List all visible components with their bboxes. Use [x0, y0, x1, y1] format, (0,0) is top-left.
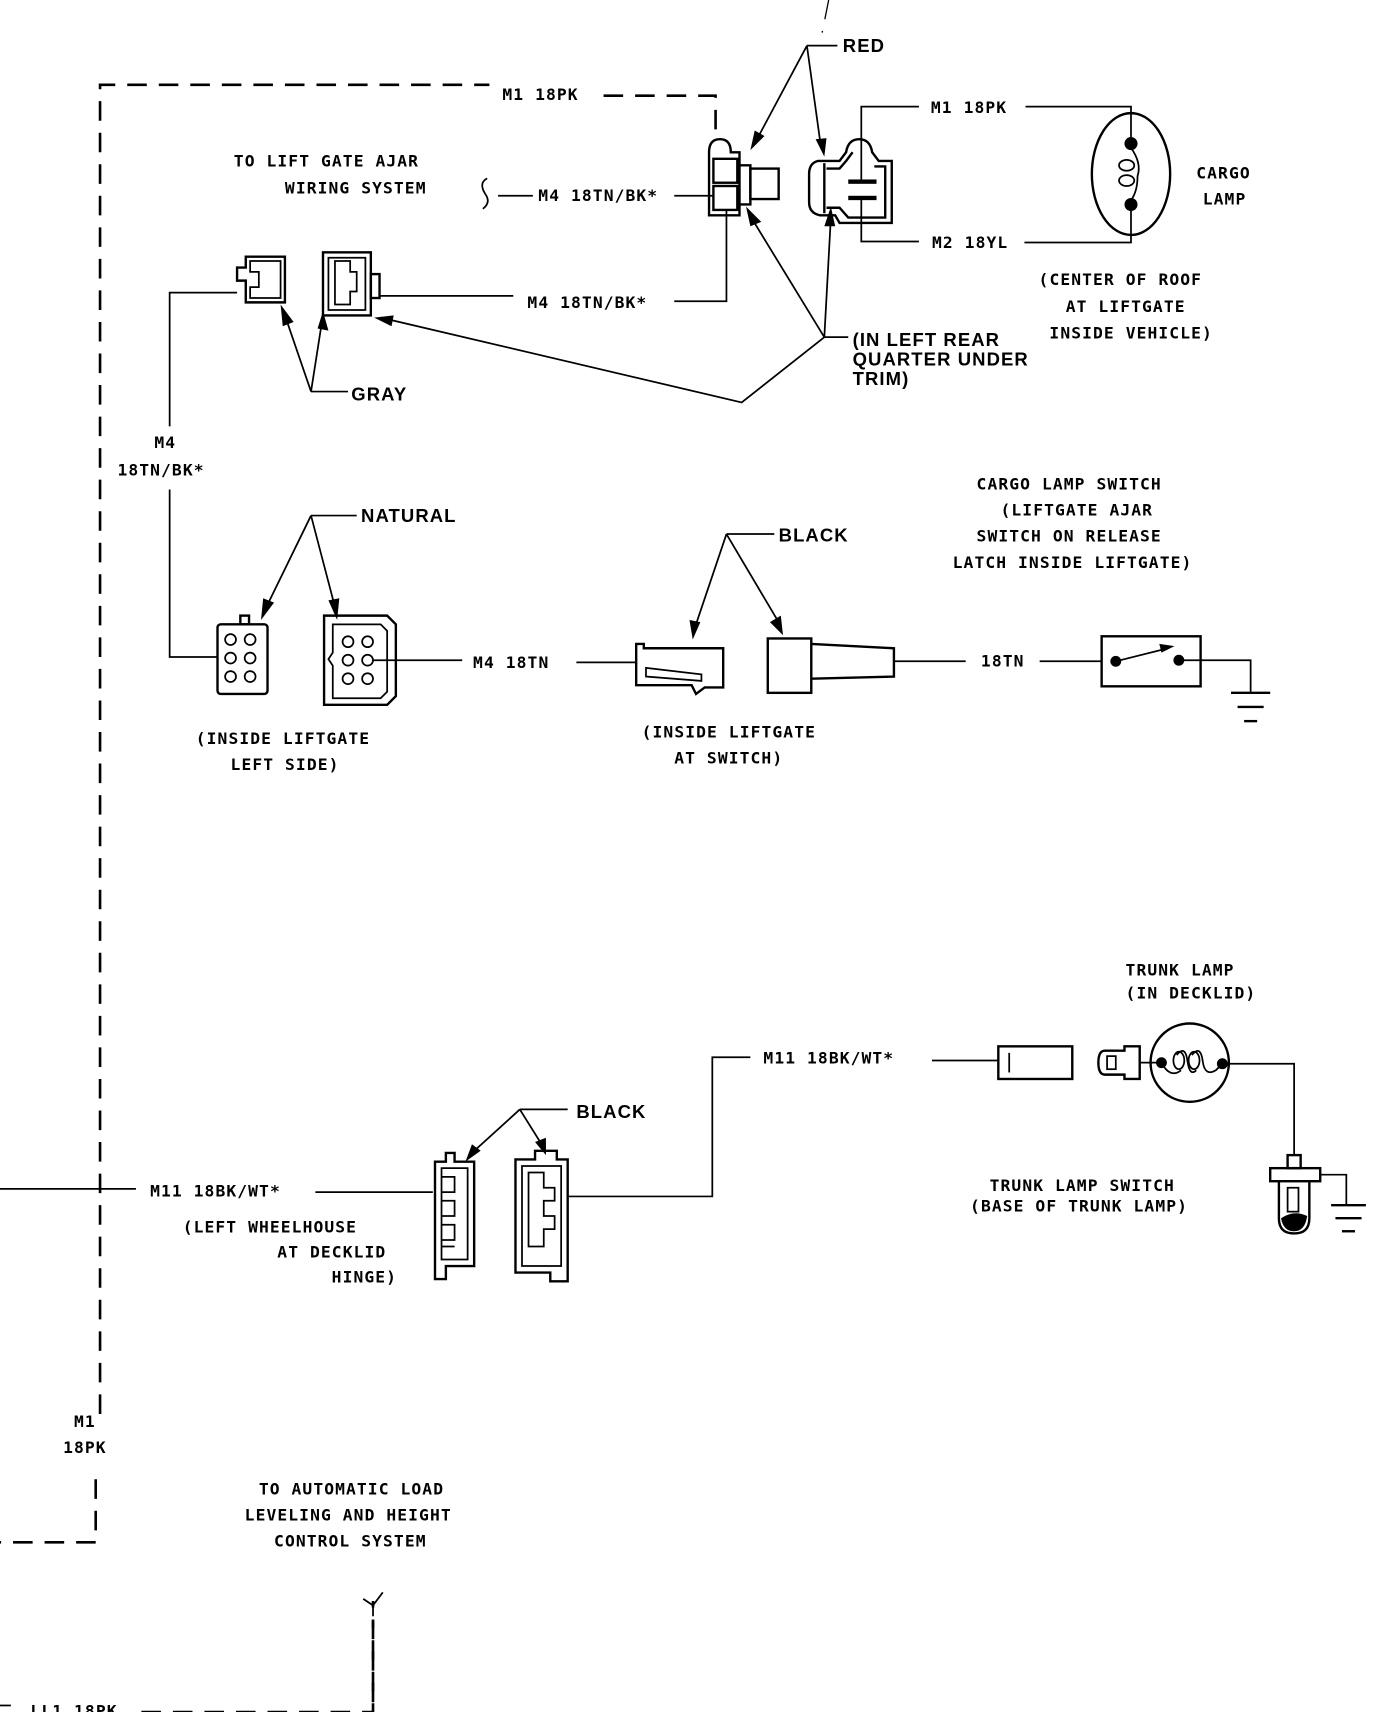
- auto-load-leveling-label-2: LEVELING AND HEIGHT: [245, 1506, 452, 1525]
- cargo-lamp-switch-label-1: CARGO LAMP SWITCH: [977, 474, 1162, 493]
- cargo-lamp-switch-icon: [1100, 635, 1252, 692]
- left-rear-quarter-label-1: (IN LEFT REAR: [853, 329, 1001, 350]
- connector-black-switch-left: [634, 642, 725, 696]
- trunk-lamp-switch-label-2: (BASE OF TRUNK LAMP): [970, 1197, 1188, 1216]
- cargo-lamp-icon: [1090, 111, 1172, 237]
- wire-label-m4-ajar: M4 18TN/BK*: [538, 186, 658, 205]
- left-wheelhouse-label-2: AT DECKLID: [277, 1242, 386, 1261]
- m1-harness-dashed: [0, 0, 830, 1712]
- pointer-natural: [261, 514, 357, 620]
- wire-label-m11-right: M11 18BK/WT*: [763, 1049, 894, 1068]
- connector-color-natural: NATURAL: [361, 505, 456, 526]
- connector-color-black-switch: BLACK: [779, 525, 849, 546]
- inside-liftgate-switch-label-2: AT SWITCH): [674, 749, 783, 768]
- inside-liftgate-left-label-2: LEFT SIDE): [231, 755, 340, 774]
- pointer-black-switch: [689, 533, 783, 640]
- wire-label-m4-vertical-1: M4: [154, 433, 176, 452]
- connector-natural-left: [216, 614, 269, 696]
- wire-label-m1-top: M1 18PK: [502, 85, 578, 104]
- pointer-gray: [280, 304, 348, 393]
- left-wheelhouse-label-3: HINGE): [332, 1267, 397, 1286]
- wire-label-m1-vertical-1: M1: [74, 1412, 96, 1431]
- connector-black-decklid-left: [433, 1151, 476, 1281]
- ground-icon-cargo-switch: [1231, 691, 1271, 723]
- cargo-lamp-location-3: INSIDE VEHICLE): [1049, 323, 1212, 342]
- inside-liftgate-switch-label-1: (INSIDE LIFTGATE: [642, 722, 816, 741]
- connector-cargo-lamp: [807, 138, 893, 225]
- wire-break-symbol-bottom: [362, 1591, 384, 1617]
- pointer-black-decklid: [465, 1108, 568, 1162]
- connector-trunk-lamp: [997, 1045, 1141, 1081]
- left-wheelhouse-label-1: (LEFT WHEELHOUSE: [183, 1217, 357, 1236]
- auto-load-leveling-label-1: TO AUTOMATIC LOAD: [259, 1479, 444, 1498]
- connector-black-switch-right: [766, 637, 896, 695]
- cargo-lamp-switch-label-2: (LIFTGATE AJAR: [1001, 501, 1154, 520]
- ground-icon-trunk-switch: [1331, 1203, 1366, 1233]
- wire-label-m1-vertical-2: 18PK: [63, 1438, 107, 1457]
- cargo-lamp-location-2: AT LIFTGATE: [1066, 297, 1186, 316]
- left-rear-quarter-label-3: TRIM): [853, 368, 910, 389]
- wire-label-m11-left: M11 18BK/WT*: [150, 1181, 281, 1200]
- left-rear-quarter-label-2: QUARTER UNDER: [853, 348, 1029, 369]
- connector-gray-left: [235, 255, 287, 304]
- lift-gate-ajar-label-2: WIRING SYSTEM: [285, 179, 427, 198]
- cargo-lamp-label-1: CARGO: [1196, 163, 1250, 182]
- lift-gate-ajar-label-1: TO LIFT GATE AJAR: [234, 151, 419, 170]
- wire-m4-vertical: [168, 291, 238, 427]
- wire-m2-lamp: [860, 197, 919, 243]
- trunk-lamp-label-2: (IN DECKLID): [1126, 983, 1257, 1002]
- cargo-lamp-location-1: (CENTER OF ROOF: [1039, 270, 1202, 289]
- auto-load-leveling-label-3: CONTROL SYSTEM: [274, 1532, 427, 1551]
- trunk-lamp-switch-icon: [1269, 1153, 1348, 1235]
- wire-label-m4-gray: M4 18TN/BK*: [527, 293, 647, 312]
- trunk-lamp-switch-label-1: TRUNK LAMP SWITCH: [990, 1176, 1175, 1195]
- inside-liftgate-left-label-1: (INSIDE LIFTGATE: [196, 729, 370, 748]
- trunk-lamp-label-1: TRUNK LAMP: [1126, 961, 1235, 980]
- wire-m11-right: [567, 1056, 751, 1198]
- connector-color-gray: GRAY: [351, 383, 407, 404]
- wire-m1-lamp: [860, 105, 919, 182]
- cargo-lamp-label-2: LAMP: [1203, 189, 1247, 208]
- wire-label-m1-lamp: M1 18PK: [931, 98, 1007, 117]
- connector-gray-right: [321, 251, 381, 317]
- cargo-lamp-switch-label-3: SWITCH ON RELEASE: [977, 527, 1162, 546]
- wire-label-ll1: LL1 18PK: [30, 1701, 117, 1712]
- cargo-lamp-switch-label-4: LATCH INSIDE LIFTGATE): [953, 553, 1193, 572]
- connector-black-decklid-right: [514, 1149, 569, 1283]
- connector-color-black-decklid: BLACK: [576, 1101, 646, 1122]
- connector-color-red: RED: [843, 35, 885, 56]
- wire-label-m4-natural: M4 18TN: [473, 653, 549, 672]
- pointer-red: [750, 44, 838, 157]
- wire-label-m2-lamp: M2 18YL: [932, 233, 1008, 252]
- pointer-left-rear-quarter: [374, 206, 849, 404]
- wire-label-18tn: 18TN: [981, 652, 1025, 671]
- connector-lift-gate-ajar: [707, 138, 780, 217]
- connector-natural-right: [322, 614, 398, 707]
- trunk-lamp-icon: [1139, 1022, 1295, 1156]
- wire-break-symbol: [481, 177, 489, 210]
- wire-label-m4-vertical-2: 18TN/BK*: [117, 460, 204, 479]
